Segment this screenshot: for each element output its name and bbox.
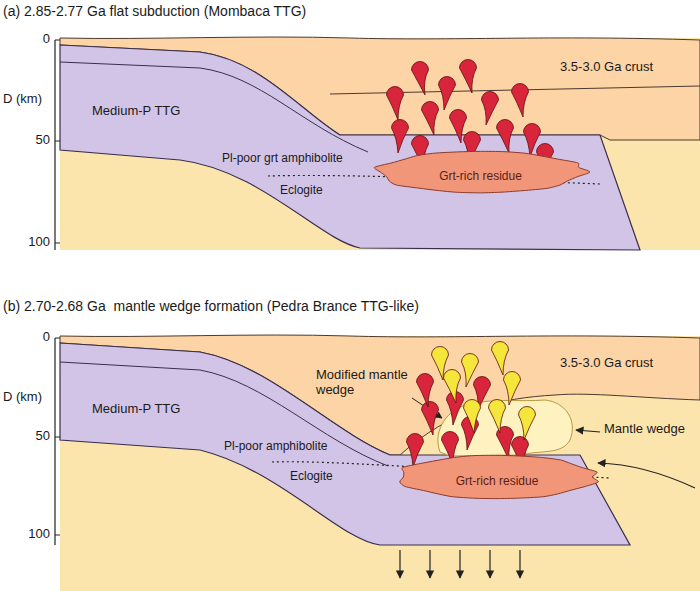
residue-label: Grt-rich residue: [439, 169, 522, 183]
diapirs: [387, 60, 554, 471]
flow-arrow: [576, 430, 600, 432]
panel-a: [55, 37, 700, 250]
subducting-slab: [60, 45, 640, 250]
melt-diapir: [392, 120, 409, 154]
region-label: Modified mantle wedge: [316, 368, 408, 398]
melt-diapir: [497, 120, 514, 154]
tick: [55, 535, 60, 536]
melt-diapir: [489, 400, 506, 434]
flow-arrow: [598, 463, 695, 488]
layer-label: Eclogite: [290, 470, 333, 484]
blob-shape: [374, 151, 590, 193]
sinking-arrow: [399, 550, 400, 578]
subducting-slab: [60, 343, 630, 545]
layer-boundary: [60, 62, 368, 152]
sinking-arrow: [429, 550, 430, 578]
melt-diapir: [387, 87, 404, 121]
melt-diapir: [482, 92, 499, 126]
region-label: 3.5-3.0 Ga crust: [560, 356, 653, 371]
axis-number: 0: [18, 32, 50, 47]
tick: [55, 437, 60, 438]
mantle: [60, 336, 700, 591]
melt-diapir: [512, 84, 529, 118]
panel-b: [55, 335, 700, 591]
axis-label: D (km): [3, 390, 42, 405]
residue-label: Grt-rich residue: [456, 474, 539, 488]
axis-number: 50: [18, 429, 50, 444]
axis-number: 100: [18, 527, 50, 542]
depth-axis: [54, 40, 55, 250]
melt-diapir: [412, 62, 429, 96]
panel-title: (a) 2.85-2.77 Ga flat subduction (Mombac…: [3, 3, 306, 19]
residue-blob: Grt-rich residue: [388, 452, 606, 502]
melt-diapir: [417, 374, 434, 408]
axis-number: 0: [18, 330, 50, 345]
melt-diapir: [460, 60, 477, 94]
axis-label: D (km): [3, 92, 42, 107]
melt-diapir: [407, 434, 424, 468]
residue-blob: Grt-rich residue: [368, 148, 593, 196]
axis-number: 100: [18, 235, 50, 250]
layer-label: Medium-P TTG: [92, 402, 180, 417]
tick: [55, 141, 60, 142]
melt-diapir: [504, 372, 521, 406]
layer-label: Pl-poor amphibolite: [224, 440, 327, 454]
melt-diapir: [519, 407, 536, 441]
sinking-arrow: [519, 550, 520, 578]
layer-label: Eclogite: [280, 184, 323, 198]
depth-axis: [54, 338, 55, 545]
region-label: Mantle wedge: [604, 422, 685, 437]
blob-shape: [400, 455, 599, 498]
slab-sinking-arrows: [400, 550, 520, 578]
layer-label: Medium-P TTG: [92, 104, 180, 119]
melt-diapir: [464, 400, 481, 434]
region-label: 3.5-3.0 Ga crust: [560, 60, 653, 75]
melt-diapir: [422, 402, 439, 436]
tick: [55, 243, 60, 244]
panel-title: (b) 2.70-2.68 Ga mantle wedge formation …: [3, 298, 419, 314]
axis-number: 50: [18, 133, 50, 148]
melt-diapir: [444, 370, 461, 404]
mantle: [60, 38, 700, 250]
melt-diapir: [439, 77, 456, 111]
tick: [55, 338, 60, 339]
sinking-arrow: [489, 550, 490, 578]
melt-diapir: [462, 354, 479, 388]
tick: [55, 40, 60, 41]
layer-label: Pl-poor grt amphibolite: [222, 152, 343, 166]
sinking-arrow: [459, 550, 460, 578]
melt-diapir: [492, 342, 509, 376]
melt-diapir: [422, 102, 439, 136]
